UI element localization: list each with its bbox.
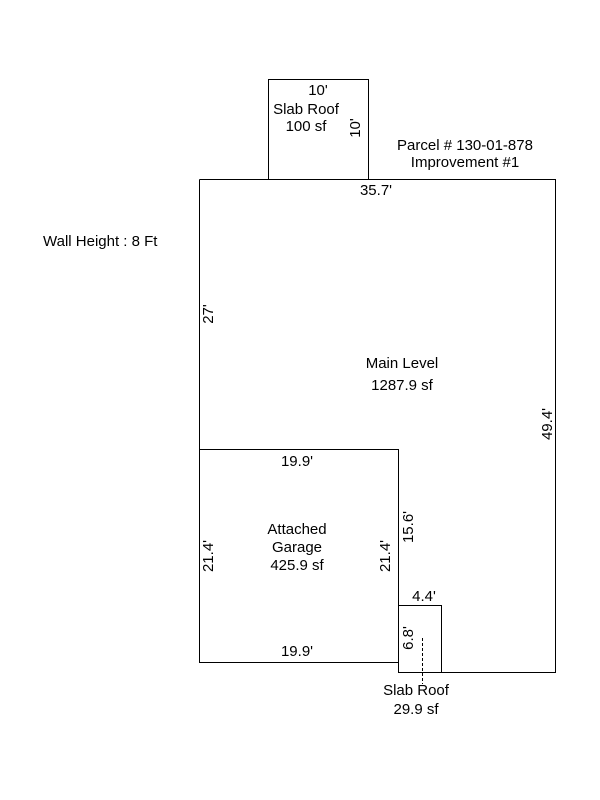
garage-name-line1: Attached: [267, 521, 326, 538]
main-level-left-dim: 27': [200, 304, 217, 324]
main-level-outline: [199, 179, 556, 673]
garage-area: 425.9 sf: [270, 557, 324, 574]
slab-roof-top-area: 100 sf: [286, 118, 328, 135]
garage-bottom-dim: 19.9': [281, 643, 313, 660]
slab-roof-bottom-height: 6.8': [400, 626, 417, 650]
wall-height-label: Wall Height : 8 Ft: [43, 233, 158, 250]
slab-roof-bottom-name: Slab Roof: [383, 682, 450, 699]
garage-name-line2: Garage: [272, 539, 322, 556]
garage-top-dim: 19.9': [281, 453, 313, 470]
garage-left-dim: 21.4': [200, 540, 217, 572]
slab-roof-bottom-outline: [398, 605, 442, 673]
improvement-number: Improvement #1: [411, 154, 519, 171]
garage-right-upper-dim: 15.6': [400, 511, 417, 543]
slab-roof-top-height: 10': [347, 118, 364, 138]
main-level-right-dim: 49.4': [539, 408, 556, 440]
main-level-area: 1287.9 sf: [371, 377, 434, 394]
slab-roof-bottom-width: 4.4': [412, 588, 436, 605]
parcel-number: Parcel # 130-01-878: [397, 137, 533, 154]
main-level-name: Main Level: [366, 355, 439, 372]
slab-roof-top-width: 10': [308, 82, 328, 99]
slab-roof-bottom-area: 29.9 sf: [393, 701, 439, 718]
slab-roof-top-name: Slab Roof: [273, 101, 340, 118]
garage-outline: [199, 449, 399, 663]
main-level-top-dim: 35.7': [360, 182, 392, 199]
garage-right-dim: 21.4': [377, 540, 394, 572]
